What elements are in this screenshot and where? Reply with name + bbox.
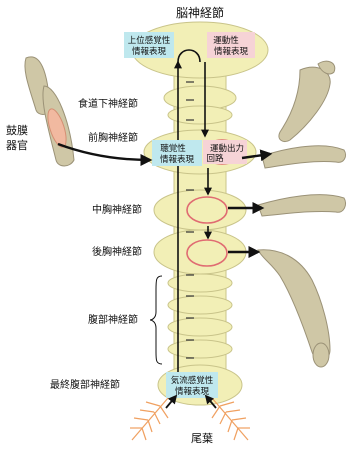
tympanal-label-2: 器官	[6, 138, 28, 152]
auditory-text-1: 聴覚性	[160, 143, 186, 154]
cercus-label: 尾葉	[191, 431, 213, 445]
motor-text-1: 運動性	[213, 35, 239, 46]
motor-output-text-1: 運動出力	[210, 143, 244, 154]
wind-sensory-text-2: 情報表現	[175, 386, 210, 397]
tympanal-label-1: 鼓膜	[6, 123, 28, 137]
brain-label: 脳神経節	[176, 5, 224, 20]
right-hindleg-tip	[313, 343, 329, 367]
metathoracic-label: 後胸神経節	[92, 245, 142, 258]
higher-sensory-text-1: 上位感覚性	[128, 35, 171, 46]
mesothoracic-label: 中胸神経節	[92, 203, 142, 216]
right-midleg	[258, 195, 346, 216]
nerve-cord	[132, 22, 268, 405]
right-cercus	[212, 398, 250, 440]
motor-output-text-2: 回路	[206, 153, 224, 164]
terminal-abdominal-label: 最終腹部神経節	[50, 378, 120, 391]
higher-sensory-text-2: 情報表現	[132, 46, 167, 57]
subesophageal-label: 食道下神経節	[78, 97, 138, 110]
prothoracic-label: 前胸神経節	[88, 131, 138, 144]
right-upper-limb	[279, 67, 330, 141]
auditory-text-2: 情報表現	[160, 154, 195, 165]
mesothoracic-ganglion	[154, 190, 246, 230]
motor-text-2: 情報表現	[214, 46, 249, 57]
left-cercus	[130, 398, 168, 440]
right-foreleg	[262, 146, 346, 168]
abdominal-label: 腹部神経節	[88, 313, 138, 326]
abdominal-bracket	[150, 276, 162, 364]
wind-sensory-text-1: 気流感覚性	[171, 375, 214, 386]
